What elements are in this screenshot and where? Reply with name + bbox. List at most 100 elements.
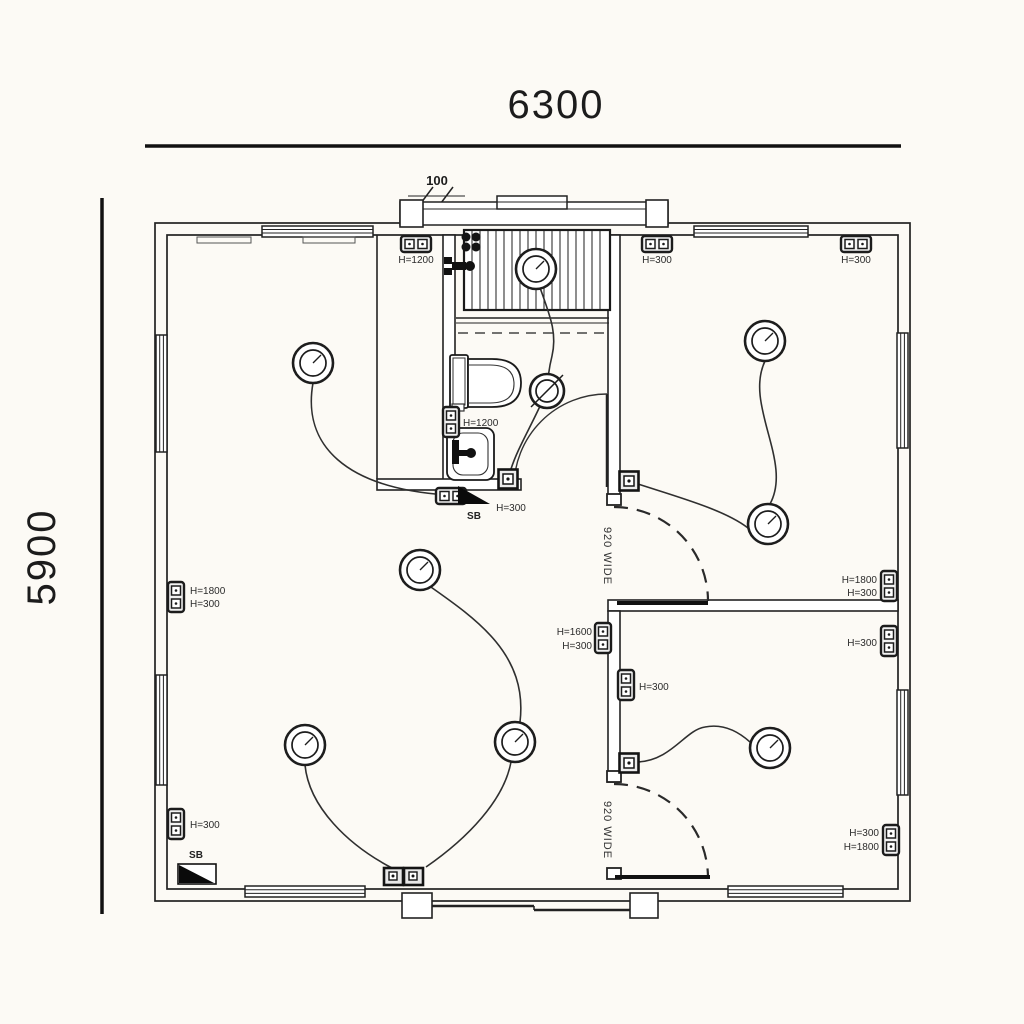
- width-dimension-label: 6300: [508, 83, 605, 127]
- sink: [446, 427, 495, 481]
- sliding-door: [401, 892, 659, 919]
- switchboard-corner: SB: [177, 850, 217, 885]
- entry-porch: [399, 195, 669, 228]
- sink-tap: [452, 440, 476, 464]
- switchboard-bath: SB: [458, 486, 490, 522]
- window-top-right: [693, 225, 809, 238]
- sliding-door-post-left: [401, 892, 433, 919]
- bedroom-divider-wall: [607, 599, 899, 612]
- sliding-door-post-right: [629, 892, 659, 919]
- outer-walls: [154, 222, 911, 902]
- windows: [155, 225, 909, 898]
- wiring: [304, 275, 778, 869]
- dimension-annotations: 6300 5900 100: [20, 83, 901, 914]
- outlets-switches: [168, 234, 899, 887]
- switchboard-bath-label: SB: [467, 511, 481, 522]
- toilet-bowl: [467, 358, 522, 408]
- switch-bath-low: [497, 468, 519, 490]
- living-light-3: [283, 723, 327, 767]
- bathroom-door-swing: [513, 393, 608, 488]
- porch-post-left: [399, 199, 424, 228]
- upper-door-swing: [613, 505, 710, 602]
- window-bottom-right: [727, 885, 844, 898]
- label-entry-wall: H=1200: [398, 255, 434, 266]
- porch-post-right: [645, 199, 669, 228]
- switch-bedroom1: [618, 470, 640, 492]
- window-left-lower: [155, 674, 168, 786]
- wire-bed1-switch: [637, 483, 749, 529]
- bedroom2-light: [748, 726, 792, 770]
- window-right-upper: [896, 332, 909, 449]
- bedroom1-light-2: [746, 502, 790, 546]
- bathroom-door: [513, 393, 609, 488]
- living-light-4: [493, 720, 537, 764]
- outlet-left-mid: [168, 582, 184, 612]
- label-right-mid-upper: H=1800: [842, 575, 878, 586]
- label-right-bottom-lower: H=1800: [844, 842, 880, 853]
- outlet-entry-wall: [399, 234, 433, 254]
- wall-thickness-label: 100: [426, 173, 448, 188]
- interior-walls: [376, 234, 899, 880]
- exhaust-fan-unit: [461, 232, 481, 252]
- toilet: [449, 354, 522, 412]
- window-right-lower: [896, 689, 909, 796]
- outlet-right-mid: [881, 571, 897, 601]
- door-jamb-1: [606, 493, 622, 506]
- shower-tap: [444, 257, 475, 275]
- lower-door-swing: [613, 782, 710, 879]
- wire-living-lights-b: [425, 761, 512, 868]
- doors: 920 WIDE 920 WIDE: [513, 393, 710, 879]
- door-jamb-2: [606, 770, 622, 783]
- label-right-low: H=300: [847, 638, 877, 649]
- shower-light: [514, 247, 558, 291]
- label-hall-lower: H=300: [562, 641, 592, 652]
- outlet-bath-inner: [443, 407, 459, 437]
- outlet-hall-wall: [595, 623, 611, 653]
- upper-door: 920 WIDE: [601, 505, 710, 605]
- label-hall-upper: H=1600: [557, 627, 593, 638]
- window-left-upper: [155, 334, 168, 453]
- label-right-mid-lower: H=300: [847, 588, 877, 599]
- wire-fan-to-switch: [510, 403, 542, 470]
- lower-door: 920 WIDE: [601, 782, 710, 879]
- switchboards: SB SB: [177, 486, 490, 885]
- label-left-mid-upper: H=1800: [190, 586, 226, 597]
- wire-living-lights-a: [427, 584, 522, 723]
- wire-bed2-switch: [637, 725, 751, 763]
- outlet-bed2-wall: [618, 670, 634, 700]
- outlet-bath-top: [640, 234, 674, 254]
- wire-shower-light-to-fan: [535, 275, 555, 379]
- wire-bed1-lights: [758, 360, 778, 505]
- living-light-2: [398, 548, 442, 592]
- label-left-low: H=300: [190, 820, 220, 831]
- outlet-right-bottom: [883, 825, 899, 855]
- label-bed2-wall: H=300: [639, 682, 669, 693]
- living-light-1: [291, 341, 335, 385]
- switchboard-corner-label: SB: [189, 850, 203, 861]
- wire-living-light-to-switch: [310, 382, 448, 496]
- label-bed1-top: H=300: [841, 255, 871, 266]
- label-bath-top: H=300: [642, 255, 672, 266]
- window-top-left: [261, 225, 374, 238]
- label-left-mid-lower: H=300: [190, 599, 220, 610]
- window-sill-mark-2: [302, 236, 356, 244]
- switch-living-double: [382, 866, 425, 887]
- label-bath-inner: H=1200: [463, 418, 499, 429]
- wire-living-lights-c: [304, 764, 393, 869]
- bathroom-fan-light: [528, 372, 566, 410]
- window-sill-mark-1: [196, 236, 252, 244]
- switch-bedroom2: [618, 752, 640, 774]
- height-dimension-label: 5900: [20, 509, 64, 606]
- ceiling-lights: [283, 247, 792, 770]
- door-jamb-3: [606, 867, 622, 880]
- label-right-bottom-upper: H=300: [849, 828, 879, 839]
- outlet-height-labels: H=1200 H=300 H=300 H=1800 H=300 H=300 H=…: [190, 255, 879, 853]
- outlet-left-low: [168, 809, 184, 839]
- outlet-bed1-top: [839, 234, 873, 254]
- outlet-right-low: [881, 626, 897, 656]
- outer-wall-line: [154, 222, 911, 902]
- bedroom1-light-1: [743, 319, 787, 363]
- upper-door-width-label: 920 WIDE: [601, 527, 613, 585]
